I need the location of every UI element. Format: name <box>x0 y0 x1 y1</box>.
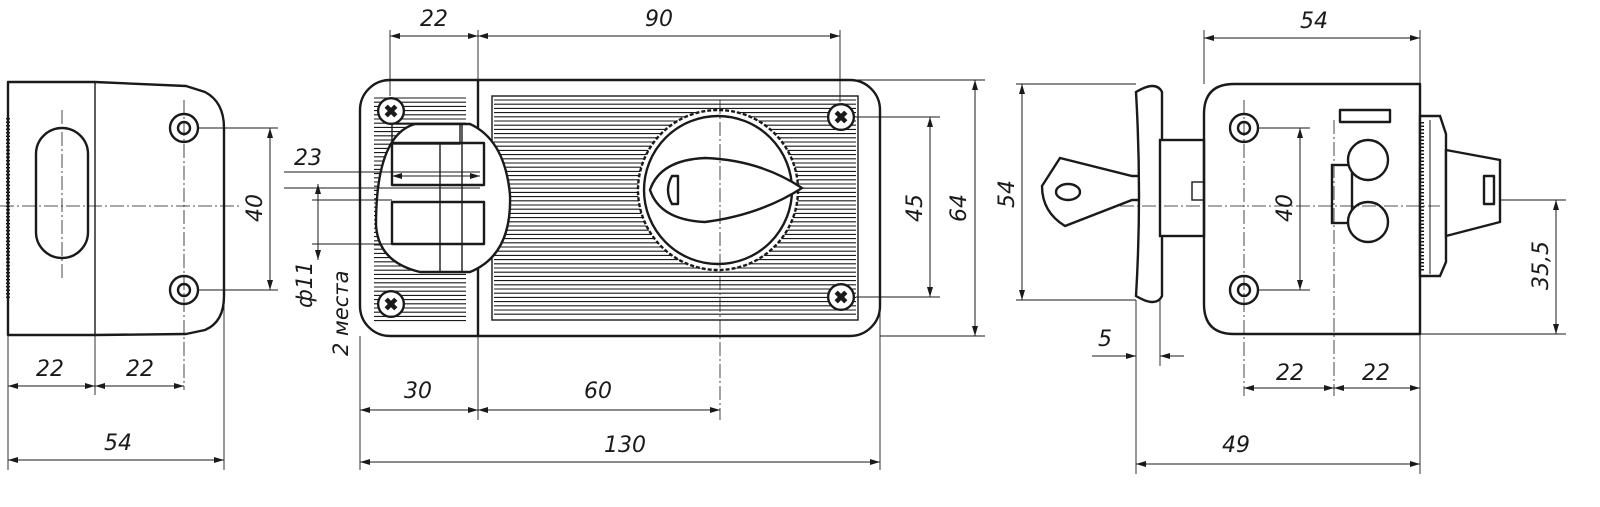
bolt-head-bottom <box>1346 200 1390 244</box>
dim-right-w2: 22 <box>1362 361 1390 386</box>
lock-side-body <box>1202 82 1422 336</box>
dim-right-flange: 5 <box>1098 327 1112 352</box>
bolt-cutaway <box>374 122 512 274</box>
left-side-view: 22 22 54 40 <box>0 80 278 470</box>
right-side-view: 54 54 40 35,5 5 22 22 49 <box>995 9 1566 474</box>
dim-left-w2: 22 <box>126 357 154 382</box>
dim-left-width: 54 <box>104 431 132 456</box>
dim-front-top-left: 22 <box>420 7 448 32</box>
dim-front-slot: 23 <box>294 146 322 171</box>
dim-right-w1: 22 <box>1276 361 1304 386</box>
flange <box>1134 84 1164 304</box>
thumb-turn-knob-icon <box>636 108 805 272</box>
dim-right-top-width: 54 <box>1300 9 1328 34</box>
key-icon <box>1040 156 1148 228</box>
screw-head-icon <box>376 96 406 126</box>
dim-front-bottom-left: 30 <box>404 379 432 404</box>
dim-front-top-right: 90 <box>645 7 673 32</box>
dim-front-hole: ф11 <box>293 261 318 308</box>
screw-head-icon <box>376 289 406 319</box>
dim-front-bottom-mid: 60 <box>584 379 612 404</box>
knob-ribbing <box>1420 120 1431 274</box>
dim-right-hole-spacing: 40 <box>1273 194 1298 222</box>
dim-front-overall-width: 130 <box>604 433 646 458</box>
dim-front-inner-height: 45 <box>903 194 928 222</box>
dim-right-height: 54 <box>995 180 1020 208</box>
dim-left-w1: 22 <box>36 357 64 382</box>
bolt-head-top <box>1346 138 1390 182</box>
front-view: 22 90 23 ф11 2 места 30 60 130 45 64 <box>284 7 985 470</box>
dim-front-hole-note: 2 места <box>329 271 353 356</box>
dim-right-depth: 49 <box>1222 433 1250 458</box>
dim-right-key-offset: 35,5 <box>1529 241 1554 290</box>
lock-body <box>358 78 882 338</box>
screw-head-icon <box>826 102 856 132</box>
dim-left-height: 40 <box>243 194 268 222</box>
screw-head-icon <box>826 282 856 312</box>
cylinder <box>1158 138 1206 238</box>
dim-front-overall-height: 64 <box>947 194 972 222</box>
